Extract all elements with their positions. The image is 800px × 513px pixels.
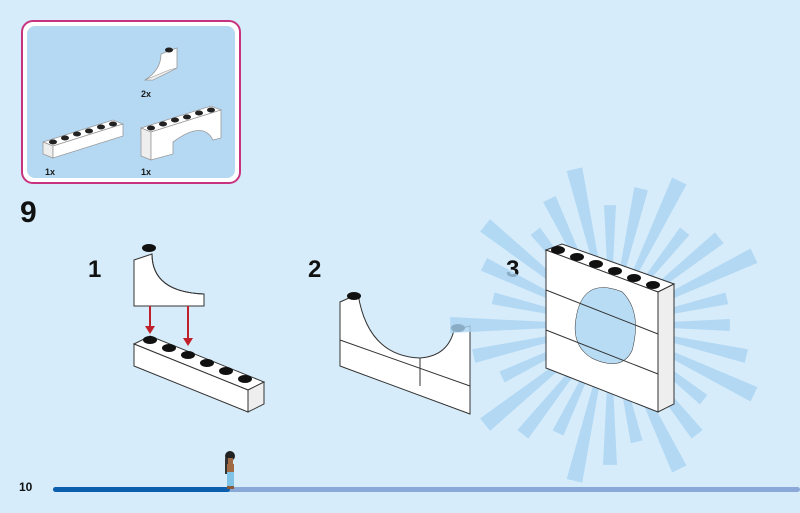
substep-number: 1: [88, 256, 102, 283]
burst-ray: [662, 348, 758, 402]
brick-1x6-part: [41, 119, 125, 159]
substep-1-illustration: [132, 244, 266, 413]
substep-3-illustration: [544, 243, 676, 413]
burst-ray: [604, 205, 616, 266]
burst-ray: [662, 248, 758, 302]
burst-ray: [517, 369, 575, 439]
arch-slope-part: [143, 47, 178, 81]
arch-1x6-part: [139, 105, 223, 161]
burst-ray: [645, 227, 690, 281]
substep-number: 2: [308, 256, 322, 283]
burst-ray: [472, 335, 553, 363]
burst-ray: [654, 232, 724, 290]
burst-ray: [667, 292, 729, 315]
burst-ray: [499, 348, 558, 383]
part-qty: 1x: [141, 167, 152, 177]
burst-ray: [667, 335, 748, 363]
part-qty: 2x: [141, 89, 152, 99]
burst-ray: [669, 319, 730, 331]
step-number: 9: [20, 196, 37, 229]
burst-ray: [450, 317, 551, 333]
progress-fill: [53, 487, 231, 492]
burst-ray: [552, 377, 587, 436]
burst-ray: [480, 360, 566, 431]
page-number: 10: [19, 480, 33, 494]
burst-ray: [566, 167, 600, 268]
minifigure-progress-marker-icon: [225, 451, 236, 489]
burst-ray: [566, 382, 600, 483]
burst-ray: [491, 292, 553, 315]
burst-ray: [480, 258, 558, 302]
parts-callout: 2x 1x 1x: [21, 20, 241, 184]
burst-ray: [603, 384, 617, 465]
substep-2-illustration: [339, 292, 471, 415]
parts-panel: 2x 1x 1x: [27, 26, 235, 178]
burst-ray: [633, 177, 687, 273]
part-qty: 1x: [45, 167, 56, 177]
arrow-head-icon: [145, 326, 155, 334]
burst-ray: [620, 187, 648, 268]
burst-ray: [480, 219, 566, 290]
progress-track: [53, 487, 800, 492]
